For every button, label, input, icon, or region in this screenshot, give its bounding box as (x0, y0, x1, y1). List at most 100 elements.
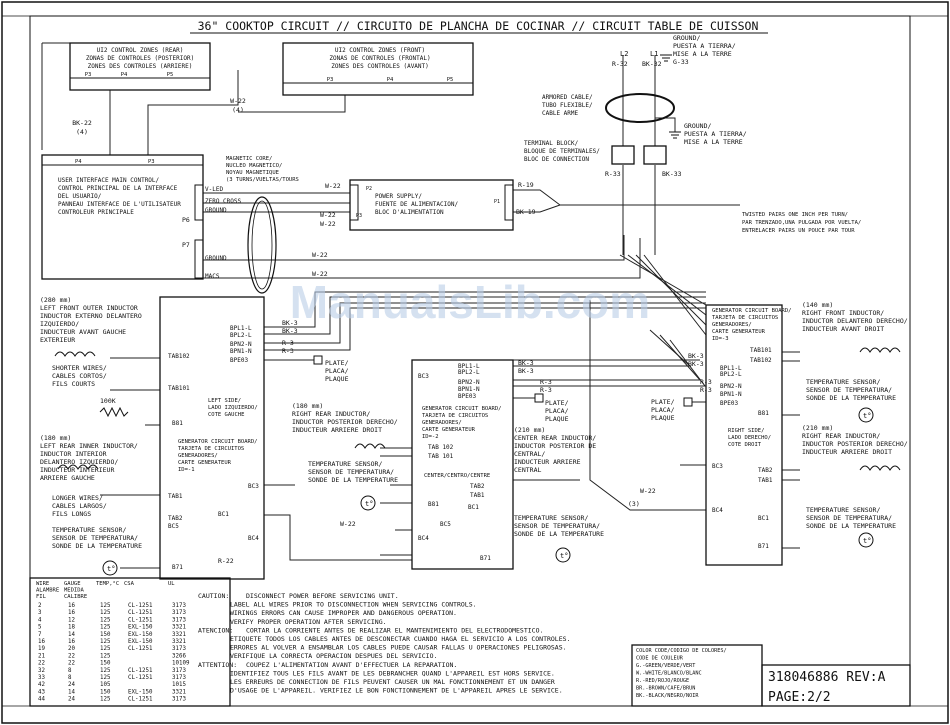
center-board-pin: TAB 102 (428, 444, 454, 451)
temp-sensor-label-line: TEMPERATURE SENSOR/ (308, 460, 382, 468)
caution-text: IDENTIFIEZ TOUS LES FILS AVANT DE LES DE… (230, 669, 555, 677)
main-control-signal: V-LED (205, 186, 223, 193)
left-board-pin: BC3 (248, 483, 259, 490)
left-front-inductor-label-line: (280 mm) (40, 296, 71, 304)
twisted-pairs-note-line: TWISTED PAIRS ONE INCH PER TURN/ (742, 212, 848, 218)
temp-sensor-label-line: SENSOR DE TEMPERATURA/ (52, 534, 138, 542)
magnetic-core-label-line: (3 TURNS/VUELTAS/TOURS (226, 177, 299, 183)
center-board-pin: BPN1-N (458, 386, 480, 393)
watermark: ManualsLib.com (290, 276, 650, 328)
temp-sensor-label-line: SONDE DE LA TEMPERATURE (308, 476, 398, 484)
mains-r32: R-32 (612, 60, 628, 68)
color-code-line: BR.-BROWN/CAFE/BRUN (636, 686, 695, 692)
color-code-line: G.-GREEN/VERDE/VERT (636, 663, 695, 669)
wire-table-cell: 3 (38, 610, 42, 616)
main-control-text-line: PANNEAU INTERFACE DE L'UTILISATEUR (58, 201, 181, 208)
center-inductor-label-line: (210 mm) (514, 426, 545, 434)
left-board-pin: TAB1 (168, 493, 183, 500)
wire-table-header: TEMP,°C (96, 581, 119, 587)
wire-label: R-22 (218, 557, 234, 565)
plate-label-line: PLATE/ (651, 398, 675, 406)
front-zones-pin: P3 (327, 77, 334, 83)
temp-sensor-label-line: SENSOR DE TEMPERATURA/ (806, 386, 892, 394)
longer-wires-label-line: CABLES LARGOS/ (52, 502, 107, 510)
left-board-side-line: COTE GAUCHE (208, 412, 244, 418)
left-board-pin: BPL1-L (230, 325, 252, 332)
temp-sensor-label-line: TEMPERATURE SENSOR/ (52, 526, 126, 534)
wire-table-cell: 21 (38, 653, 45, 659)
power-supply-box (349, 179, 514, 231)
center-board-pin: TAB1 (470, 492, 485, 499)
ground-top-label-line: PUESTA A TIERRA/ (673, 42, 736, 50)
wire-table-cell: 4 (38, 617, 42, 623)
caution-heading: ATENCION: (198, 626, 233, 634)
wire-table-cell: 2 (38, 603, 42, 609)
main-control-signal: GROUND (205, 207, 227, 214)
wire-table-cell: 20 (68, 646, 75, 652)
center-board-pin: BC4 (418, 535, 429, 542)
right-board-pin: BC1 (758, 515, 769, 522)
center-board-pin: TAB 101 (428, 453, 454, 460)
center-board-pin: B71 (480, 555, 491, 562)
color-code-line: CODE DE COULEUR (636, 656, 684, 662)
wire-table-header: ALAMBRE (36, 588, 59, 594)
wire-label: W-22 (320, 211, 336, 219)
left-board-pin: BPE03 (230, 357, 248, 364)
front-zones-pin: P5 (447, 77, 454, 83)
wire-table-cell: 33 (38, 675, 45, 681)
wire-table-header: FIL (36, 594, 47, 600)
center-board-pin: BPN2-N (458, 379, 480, 386)
rear-zones-text-line: ZONAS DE CONTROLES (POSTERIOR) (86, 55, 194, 62)
plate-label-line: PLATE/ (545, 399, 569, 407)
wire-table-cell: 42 (38, 682, 45, 688)
left-rear-inductor-label-line: ARRIERE GAUCHE (40, 474, 95, 482)
armored-cable-label-line: ARMORED CABLE/ (542, 94, 593, 101)
right-board-desc-line: TARJETA DE CIRCUITOS (712, 315, 778, 321)
main-control-signal: GROUND (205, 255, 227, 262)
ground-mid-label-line: GROUND/ (684, 122, 711, 130)
mains-bk32: BK-32 (642, 60, 662, 68)
plate-label-line: PLACA/ (545, 407, 569, 415)
right-board-desc-line: ID=-3 (712, 336, 729, 342)
ground-top-label-line: GROUND/ (673, 34, 700, 42)
temp-sensor-label-line: TEMPERATURE SENSOR/ (806, 378, 880, 386)
color-code-line: W.-WHITE/BLANCO/BLANC (636, 671, 702, 677)
wire-table-header: GAUGE (64, 581, 81, 587)
terminal-block-l2 (611, 145, 635, 165)
wire-label: BK-3 (282, 319, 298, 327)
right-board-pin: B71 (758, 543, 769, 550)
mains-l2: L2 (620, 50, 628, 58)
plate-label-line: PLACA/ (325, 367, 349, 375)
left-board-desc-line: CARTE GENERATEUR (178, 460, 232, 466)
terminal-block-label-line: BLOC DE CONNECTION (524, 156, 589, 163)
part-number-frame (761, 664, 911, 707)
wire-table-cell: 125 (100, 639, 111, 645)
wire-table-cell: 7 (38, 632, 42, 638)
center-inductor-label-line: CENTER REAR INDUCTOR/ (514, 434, 596, 442)
left-board-pin: B71 (172, 564, 183, 571)
wire-table-cell: 10109 (172, 661, 190, 667)
svg-text:t°: t° (107, 565, 115, 573)
wire-label: W-22 (230, 97, 246, 105)
wire-table-cell: CL-1251 (128, 697, 153, 703)
center-generator-board (411, 359, 514, 570)
ground-symbols (660, 54, 681, 139)
wire-table-cell: 125 (100, 668, 111, 674)
twisted-pairs-note-line: PAR TRENZADO,UNA PULGADA POR VUELTA/ (742, 220, 861, 226)
wire-table-cell: 22 (68, 661, 75, 667)
wire-label: W-22 (640, 487, 656, 495)
center-board-desc-line: CARTE GENERATEUR (422, 427, 476, 433)
wire-label: BK-3 (688, 360, 704, 368)
left-rear-inductor-label-line: INDUCTOR INTERIOR (40, 450, 107, 458)
wire-table-cell: 8 (68, 668, 72, 674)
left-front-inductor-label-line: INDUCTEUR AVANT GAUCHE (40, 328, 126, 336)
wire-table-cell: 3173 (172, 603, 186, 609)
wire-label: R-3 (540, 378, 552, 386)
right-board-pin: BC4 (712, 507, 723, 514)
shorter-wires-label-line: FILS COURTS (52, 380, 95, 388)
rear-zones-pin: P4 (121, 72, 128, 78)
center-board-pin: BC5 (440, 521, 451, 528)
terminal-block-label-line: BLOQUE DE TERMINALES/ (524, 148, 600, 155)
